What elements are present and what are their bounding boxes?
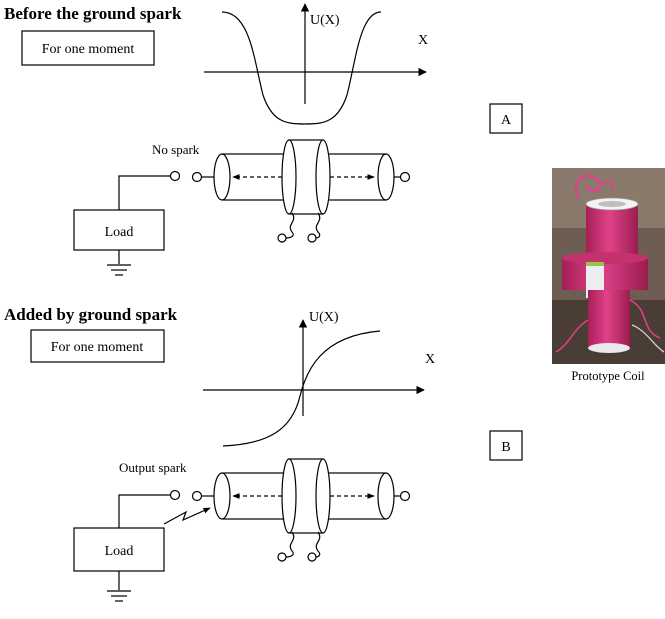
panel-a-label: A	[501, 113, 512, 128]
photo-bottom-coil	[588, 290, 630, 348]
panel-b-ground-icon	[107, 590, 131, 602]
panel-b-terminal-coil-left	[191, 490, 203, 502]
panel-a-y-label: U(X)	[310, 13, 340, 28]
panel-a-lead-2	[315, 212, 321, 239]
panel-b-coil-assembly	[213, 458, 411, 562]
photo-tape	[586, 262, 604, 298]
panel-b-load-box	[73, 527, 165, 572]
panel-b-lead-1	[285, 531, 295, 558]
photo-caption: Prototype Coil	[571, 369, 645, 383]
panel-a: Before the ground spark For one moment U…	[4, 3, 523, 276]
panel-a-load-box	[73, 209, 165, 251]
panel-a-potential-curve	[221, 11, 382, 125]
panel-b-wire	[118, 494, 170, 528]
photo-top-coil	[586, 204, 638, 258]
panel-b-spark-bolt-icon	[163, 507, 211, 525]
panel-b-label-box	[489, 430, 523, 461]
panel-a-heading: Before the ground spark	[4, 4, 182, 23]
panel-a-terminal-coil-left	[191, 171, 203, 183]
panel-b-spark-label: Output spark	[119, 460, 187, 475]
panel-a-terminal-coil-right	[399, 171, 411, 183]
panel-a-note: For one moment	[42, 42, 135, 57]
panel-b-lead-2	[315, 531, 321, 558]
panel-b: Added by ground spark For one moment U(X…	[4, 305, 523, 602]
panel-b-terminal-coil-right	[399, 490, 411, 502]
panel-a-wire	[118, 175, 170, 210]
panel-b-load-label: Load	[105, 544, 134, 559]
panel-a-terminal-left	[169, 170, 181, 182]
panel-b-note: For one moment	[51, 340, 144, 355]
panel-b-terminal-left	[169, 489, 181, 501]
panel-b-note-box	[30, 329, 165, 363]
panel-a-spark-label: No spark	[152, 142, 200, 157]
panel-a-lead-1	[285, 212, 295, 239]
panel-a-note-box	[21, 30, 155, 66]
panel-b-heading: Added by ground spark	[4, 305, 178, 324]
panel-b-x-label: X	[425, 352, 435, 367]
panel-a-load-label: Load	[105, 225, 134, 240]
panel-a-label-box	[489, 103, 523, 134]
panel-a-coil-assembly	[213, 139, 411, 243]
panel-b-y-label: U(X)	[309, 310, 339, 325]
panel-a-x-label: X	[418, 33, 428, 48]
panel-b-label: B	[501, 440, 510, 455]
panel-a-ground-icon	[107, 264, 131, 276]
panel-b-potential-curve	[222, 330, 381, 447]
prototype-coil-photo: Prototype Coil	[552, 168, 665, 383]
